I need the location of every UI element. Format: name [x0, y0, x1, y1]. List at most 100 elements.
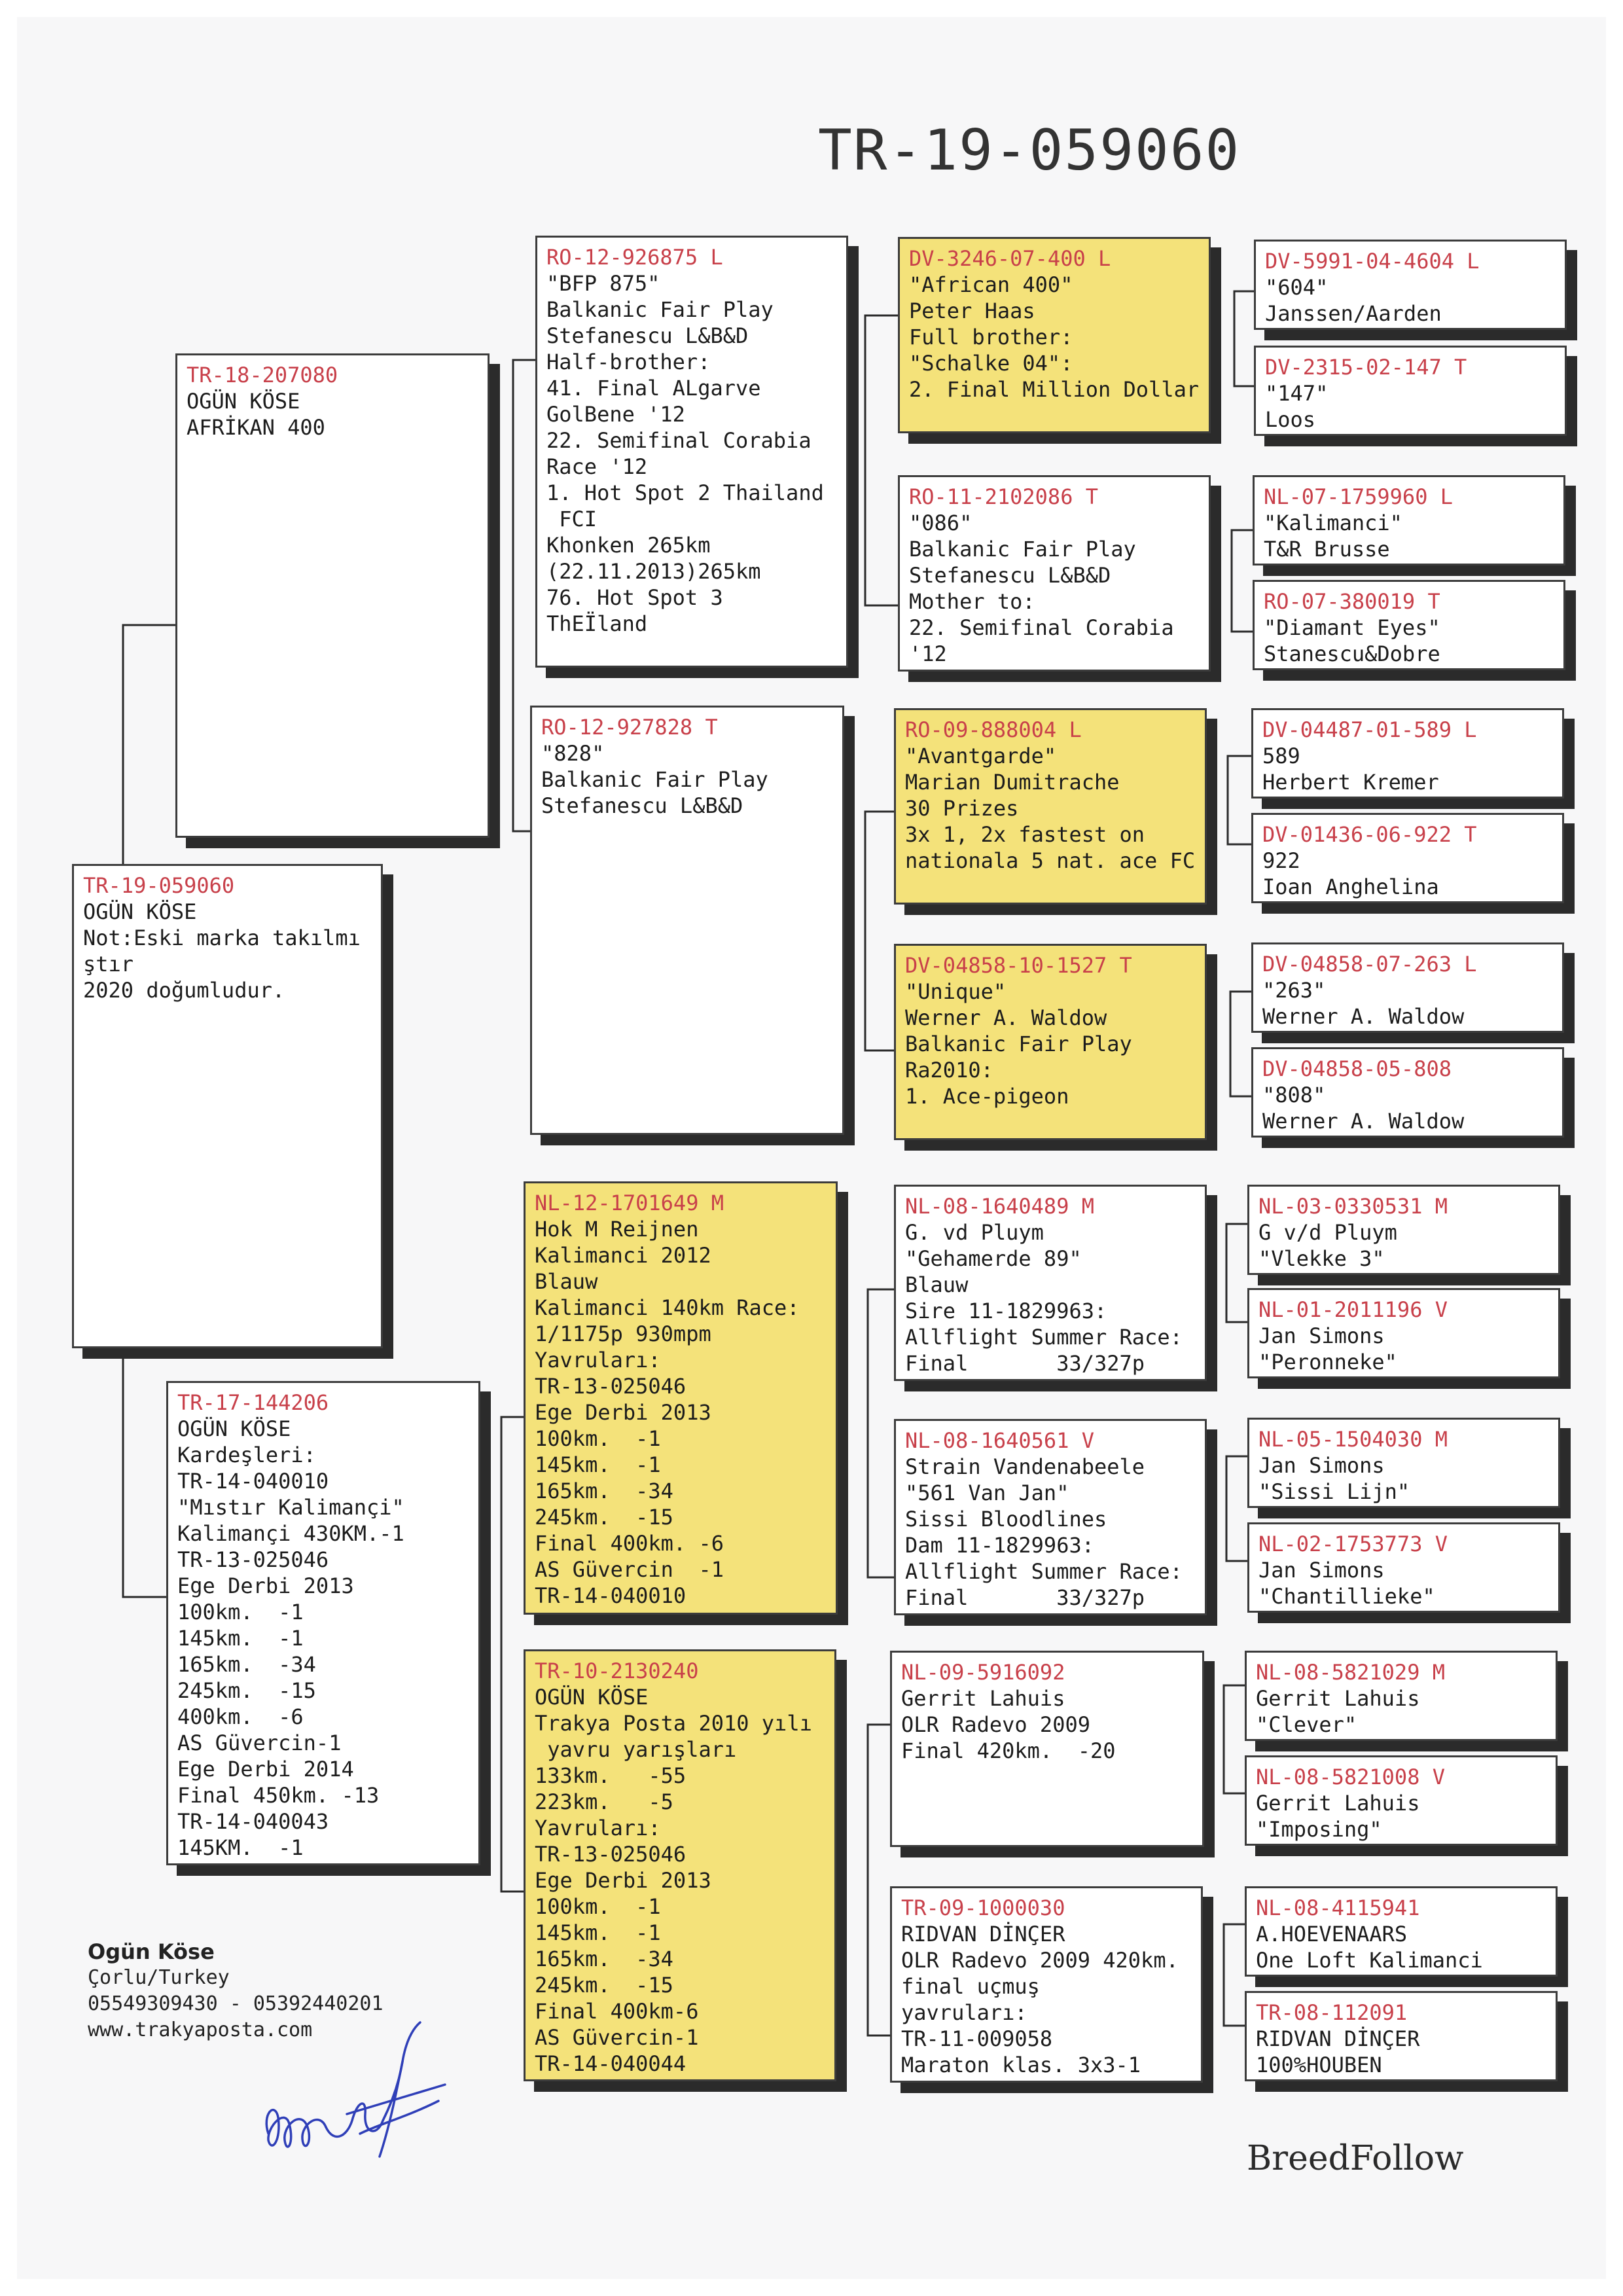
info-line: "BFP 875" — [546, 271, 660, 296]
pedigree-box-g14: NL-08-5821008 V Gerrit Lahuis "Imposing" — [1245, 1755, 1558, 1846]
info-line: 2. Final Million Dollar — [909, 377, 1200, 402]
ring-number: TR-18-207080 — [187, 363, 338, 387]
info-line: '12 — [909, 641, 947, 666]
info-line: AFRİKAN 400 — [187, 415, 325, 440]
info-line: 145km. -1 — [177, 1626, 304, 1651]
info-line: Sissi Bloodlines — [905, 1507, 1107, 1532]
info-line: One Loft Kalimanci — [1256, 1948, 1483, 1973]
pedigree-box-g12: NL-02-1753773 V Jan Simons "Chantillieke… — [1247, 1522, 1560, 1613]
info-line: 245km. -15 — [535, 1973, 673, 1998]
ring-number: RO-11-2102086 T — [909, 484, 1098, 509]
info-line: 245km. -15 — [535, 1505, 673, 1530]
info-line: AS Güvercin-1 — [177, 1731, 342, 1755]
info-line: Final 33/327p — [905, 1585, 1145, 1610]
ring-number: RO-12-926875 L — [546, 245, 723, 270]
info-line: Stefanescu L&B&D — [546, 323, 749, 348]
info-line: RIDVAN DİNÇER — [1256, 2026, 1420, 2051]
pedigree-box-fff: DV-3246-07-400 L "African 400" Peter Haa… — [898, 237, 1211, 433]
info-line: "Schalke 04": — [909, 351, 1073, 376]
info-line: Stanescu&Dobre — [1264, 641, 1440, 666]
info-line: Jan Simons — [1258, 1453, 1385, 1478]
info-line: "263" — [1262, 978, 1326, 1003]
info-line: 165km. -34 — [177, 1652, 316, 1677]
info-line: 133km. -55 — [535, 1763, 687, 1788]
info-line: "561 Van Jan" — [905, 1480, 1069, 1505]
breeder-website: www.trakyaposta.com — [88, 2018, 313, 2041]
info-line: TR-14-040044 — [535, 2051, 687, 2076]
pedigree-box-mm: TR-10-2130240 OGÜN KÖSE Trakya Posta 201… — [524, 1649, 836, 2081]
info-line: ThEÏland — [546, 611, 648, 636]
handwritten-signature — [265, 2021, 446, 2158]
info-line: Werner A. Waldow — [1262, 1004, 1465, 1029]
pedigree-box-g7: DV-04858-07-263 L "263" Werner A. Waldow — [1251, 942, 1564, 1033]
info-line: G. vd Pluym — [905, 1220, 1044, 1245]
info-line: 3x 1, 2x fastest on — [905, 822, 1145, 847]
info-line: TR-14-040010 — [535, 1583, 687, 1608]
info-line: Yavruları: — [535, 1816, 661, 1840]
info-line: TR-14-040010 — [177, 1469, 329, 1494]
info-line: 1/1175p 930mpm — [535, 1321, 711, 1346]
pedigree-box-fmm: DV-04858-10-1527 T "Unique" Werner A. Wa… — [894, 944, 1207, 1140]
info-line: Mother to: — [909, 589, 1035, 614]
info-line: Sire 11-1829963: — [905, 1299, 1107, 1323]
info-line: Final 33/327p — [905, 1351, 1145, 1376]
ring-number: DV-2315-02-147 T — [1265, 355, 1467, 380]
ring-number: NL-03-0330531 M — [1258, 1194, 1448, 1219]
info-line: Ege Derbi 2013 — [535, 1400, 711, 1425]
info-line: OGÜN KÖSE — [187, 389, 300, 414]
info-line: 1. Hot Spot 2 Thailand — [546, 480, 824, 505]
info-line: OGÜN KÖSE — [535, 1685, 649, 1710]
ring-number: DV-5991-04-4604 L — [1265, 249, 1480, 274]
info-line: "147" — [1265, 381, 1329, 406]
ring-number: NL-08-5821008 V — [1256, 1765, 1445, 1789]
ring-number: TR-08-112091 — [1256, 2000, 1408, 2025]
pedigree-box-g13: NL-08-5821029 M Gerrit Lahuis "Clever" — [1245, 1651, 1558, 1741]
info-line: Werner A. Waldow — [905, 1005, 1107, 1030]
ring-number: NL-12-1701649 M — [535, 1191, 724, 1215]
info-line: Allflight Summer Race: — [905, 1559, 1183, 1584]
info-line: 22. Semifinal Corabia — [909, 615, 1174, 640]
ring-number: RO-12-927828 T — [541, 715, 718, 740]
info-line: 76. Hot Spot 3 — [546, 585, 723, 610]
info-line: Balkanic Fair Play — [905, 1031, 1132, 1056]
ring-number: TR-17-144206 — [177, 1390, 329, 1415]
info-line: TR-13-025046 — [535, 1842, 687, 1867]
info-line: Kalimanci 2012 — [535, 1243, 711, 1268]
info-line: Ege Derbi 2013 — [535, 1868, 711, 1893]
ring-number: RO-09-888004 L — [905, 717, 1082, 742]
pedigree-box-g15: NL-08-4115941 A.HOEVENAARS One Loft Kali… — [1245, 1886, 1558, 1977]
info-line: AS Güvercin-1 — [535, 2025, 699, 2050]
info-line: Werner A. Waldow — [1262, 1109, 1465, 1134]
pedigree-box-g9: NL-03-0330531 M G v/d Pluym "Vlekke 3" — [1247, 1185, 1560, 1275]
pedigree-box-g2: DV-2315-02-147 T "147" Loos — [1254, 346, 1567, 436]
pedigree-box-g11: NL-05-1504030 M Jan Simons "Sissi Lijn" — [1247, 1418, 1560, 1508]
info-line: 165km. -34 — [535, 1479, 673, 1503]
info-line: OLR Radevo 2009 — [901, 1712, 1090, 1737]
info-line: "Gehamerde 89" — [905, 1246, 1082, 1271]
info-line: Balkanic Fair Play — [546, 297, 774, 322]
info-line: 245km. -15 — [177, 1678, 316, 1703]
info-line: TR-13-025046 — [535, 1374, 687, 1399]
ring-number: NL-05-1504030 M — [1258, 1427, 1448, 1452]
info-line: 100km. -1 — [535, 1894, 661, 1919]
info-line: AS Güvercin -1 — [535, 1557, 724, 1582]
info-line: Blauw — [535, 1269, 598, 1294]
info-line: 30 Prizes — [905, 796, 1019, 821]
ring-number: NL-08-4115941 — [1256, 1895, 1420, 1920]
page-title: TR-19-059060 — [818, 118, 1241, 183]
ring-number: RO-07-380019 T — [1264, 589, 1440, 614]
info-line: "Clever" — [1256, 1712, 1357, 1737]
info-line: Stefanescu L&B&D — [541, 793, 743, 818]
info-line: yavruları: — [901, 2000, 1027, 2025]
info-line: 100%HOUBEN — [1256, 2053, 1382, 2077]
info-line: Kardeşleri: — [177, 1443, 316, 1467]
info-line: "Vlekke 3" — [1258, 1246, 1385, 1271]
info-line: 2020 doğumludur. — [83, 978, 285, 1003]
info-line: Maraton klas. 3x3-1 — [901, 2053, 1141, 2077]
info-line: FCI — [546, 507, 597, 531]
info-line: 922 — [1262, 848, 1300, 873]
info-line: "Sissi Lijn" — [1258, 1479, 1410, 1504]
info-line: Balkanic Fair Play — [541, 767, 768, 792]
info-line: RIDVAN DİNÇER — [901, 1922, 1065, 1946]
info-line: Full brother: — [909, 325, 1073, 350]
